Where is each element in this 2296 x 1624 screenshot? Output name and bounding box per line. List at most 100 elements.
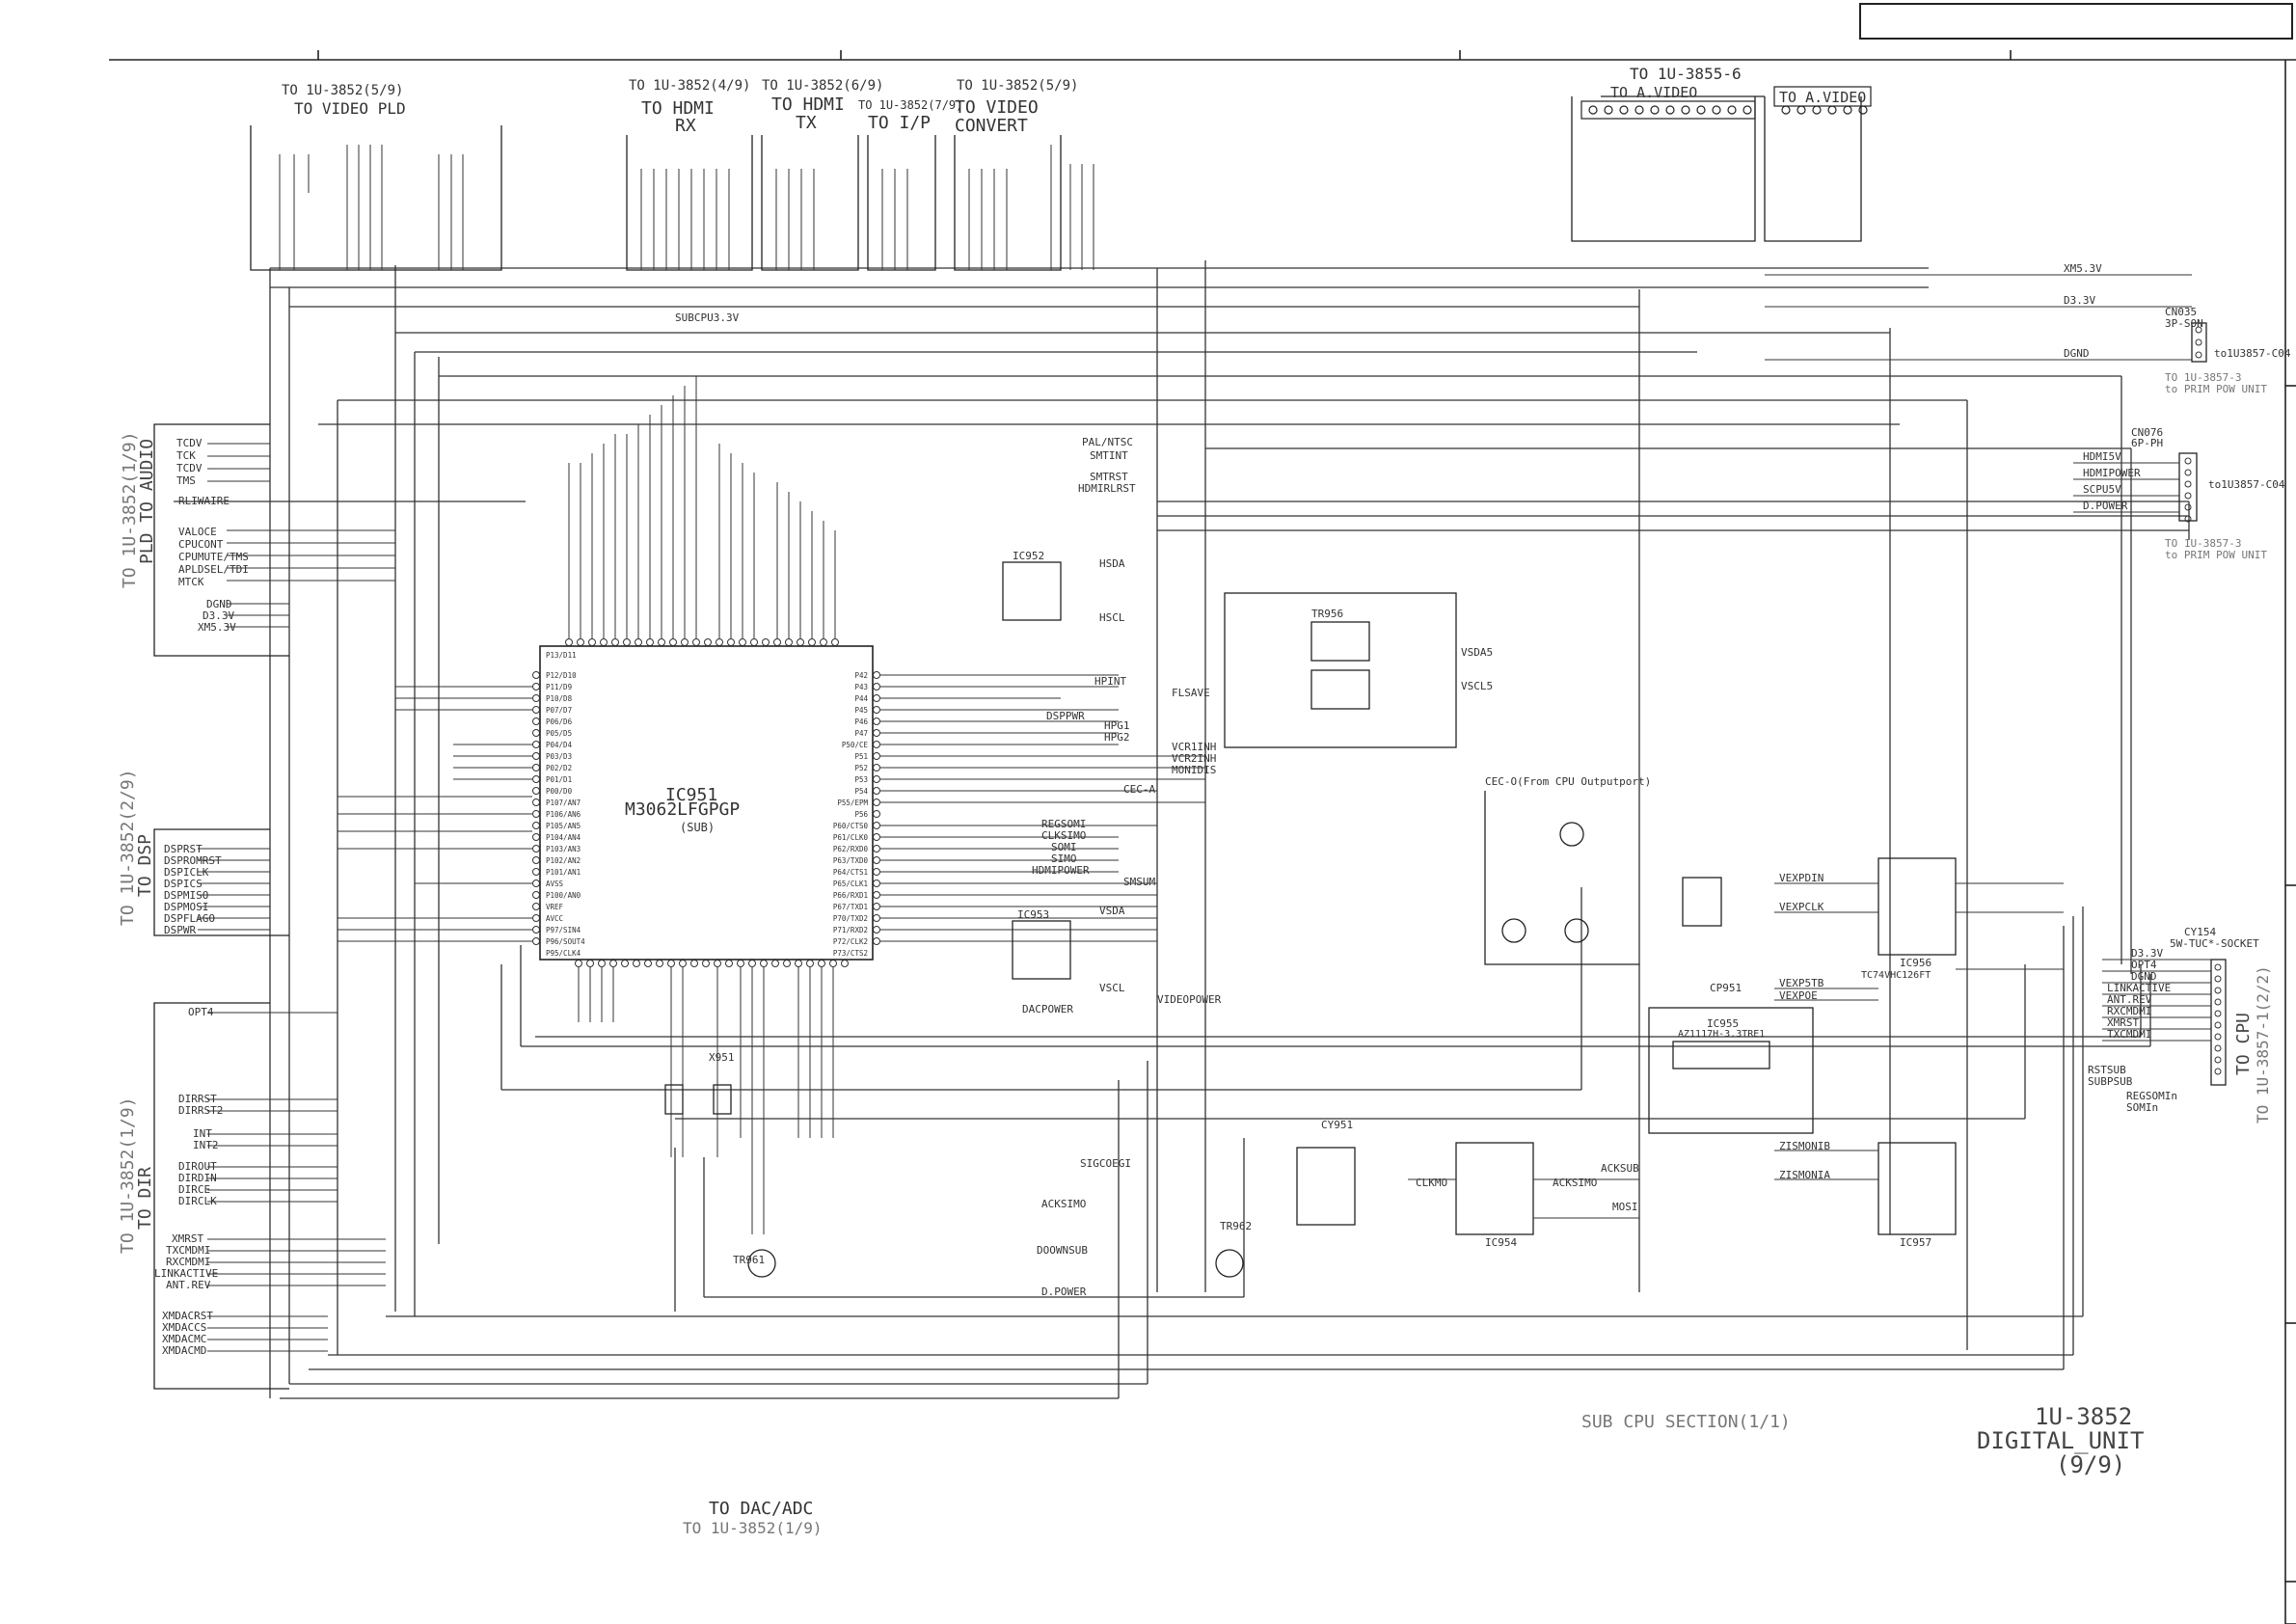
sig-monidis: MONIDIS: [1172, 764, 1216, 776]
pin-l-3: P10/D8: [546, 694, 573, 703]
left-name-1: PLD TO AUDIO: [137, 439, 157, 564]
pin-r-13: P60/CTS0: [833, 822, 869, 830]
cn076-dest: TO 1U-3857-3: [2165, 537, 2241, 550]
sig-ackasimo: ACKSIMO: [1041, 1198, 1086, 1210]
xm-sig-2: XMDACMC: [162, 1333, 206, 1345]
dsp-sig-5: DSPMOSI: [164, 901, 208, 913]
pin-l-4: P07/D7: [546, 706, 572, 715]
sig-vexp5tb: VEXP5TB: [1779, 977, 1824, 989]
left-name-3: TO DIR: [135, 1167, 155, 1230]
left-ref-3: TO 1U-3852(1/9): [118, 1096, 138, 1254]
cy154-type: 5W-TUC*-SOCKET: [2170, 937, 2259, 950]
sig-regsomi: REGSOMI: [1041, 818, 1086, 830]
dsp-sig-0: DSPRST: [164, 843, 203, 855]
cn076-board: to1U3857-C04: [2208, 478, 2285, 491]
dsp-sig-2: DSPICLK: [164, 866, 209, 879]
cec-note: CEC-O(From CPU Outputport): [1485, 775, 1651, 788]
sig-hpint: HPINT: [1094, 675, 1126, 688]
board-code: 1U-3852: [2035, 1403, 2132, 1430]
top-name-3a: TO HDMI: [771, 95, 845, 115]
rotated-labels: TO 1U-3852(1/9) PLD TO AUDIO TO 1U-3852(…: [118, 431, 2272, 1254]
top-name-4a: TO I/P: [868, 113, 931, 133]
pin-l-13: P106/AN6: [546, 810, 581, 819]
link-sig-3: LINKACTIVE: [154, 1267, 218, 1280]
av-right: TO A.VIDEO: [1779, 89, 1866, 106]
sig-hdmipower: HDMIPOWER: [1032, 864, 1090, 877]
top-pin-stubs: [279, 145, 1094, 270]
ic953-ref: IC953: [1017, 908, 1049, 921]
board-name: DIGITAL_UNIT: [1977, 1427, 2144, 1454]
sig-clksimo: CLKSIMO: [1041, 829, 1086, 842]
cn035-dest: TO 1U-3857-3: [2165, 371, 2241, 384]
top-name-2b: RX: [675, 116, 696, 136]
pw-scpu5v: SCPU5V: [2083, 483, 2121, 496]
dsp-sig-3: DSPICS: [164, 878, 203, 890]
cpu-out-5: RXCMDMI: [2107, 1005, 2151, 1017]
cp951-ref: CP951: [1710, 982, 1742, 994]
sig-vcr1inh: VCR1INH: [1172, 741, 1216, 753]
sig-zismonib: ZISMONIB: [1779, 1140, 1830, 1152]
pin-r-21: P70/TXD2: [833, 914, 868, 923]
link-sig-0: XMRST: [172, 1232, 203, 1245]
pin-r-3: P45: [854, 706, 868, 715]
xm-sig-3: XMDACMD: [162, 1344, 206, 1357]
pin-l-0: P13/D11: [546, 651, 577, 660]
sig-hscl: HSCL: [1099, 611, 1125, 624]
audio-sig-1: VALOCE: [178, 526, 217, 538]
ic956-ref: IC956: [1900, 957, 1931, 969]
ic956-part: TC74VHC126FT: [1861, 970, 1931, 981]
cpu-out-3: LINKACTIVE: [2107, 982, 2171, 994]
audio-sig-6: DGND: [206, 598, 232, 610]
dsp-sig-1: DSPROMRST: [164, 854, 222, 867]
av-left: TO A.VIDEO: [1610, 84, 1697, 101]
pin-r-17: P64/CTS1: [833, 868, 868, 877]
top-name-5a: TO VIDEO: [955, 97, 1039, 118]
sig-zismonia: ZISMONIA: [1779, 1169, 1830, 1181]
audio-sig-7: D3.3V: [203, 609, 234, 622]
sig-hsda: HSDA: [1099, 557, 1125, 570]
cy951-ref: CY951: [1321, 1119, 1353, 1131]
pin-l-12: P107/AN7: [546, 798, 581, 807]
right-signal-lines: [1408, 274, 2211, 1219]
pin-l-1: P12/D10: [546, 671, 577, 680]
dir-sig-5: DIROUT: [178, 1160, 217, 1173]
pin-l-17: P102/AN2: [546, 856, 581, 865]
pw-d33v: D3.3V: [2064, 294, 2095, 307]
aux-components: [664, 322, 2227, 1278]
cpu-out-0: D3.3V: [2131, 947, 2163, 960]
tr961-ref: TR961: [733, 1254, 765, 1266]
pin-l-21: VREF: [546, 903, 564, 911]
cn076-ref: CN076: [2131, 426, 2163, 439]
top-name-5b: CONVERT: [955, 116, 1028, 136]
pin-r-8: P52: [854, 764, 868, 772]
pin-r-2: P44: [854, 694, 868, 703]
pin-l-22: AVCC: [546, 914, 563, 923]
text-layer: TO 1U-3852(5/9) TO VIDEO PLD TO 1U-3852(…: [154, 65, 2291, 1537]
xm-sig-0: XMDACRST: [162, 1310, 213, 1322]
cn035-ref: CN035: [2165, 306, 2197, 318]
pw-dpower: D.POWER: [2083, 500, 2128, 512]
ic951-mcu: [338, 376, 1205, 1234]
pin-l-16: P103/AN3: [546, 845, 581, 853]
dir-sig-7: DIRCE: [178, 1183, 210, 1196]
dsp-sig-6: DSPFLAGO: [164, 912, 215, 925]
cn035-type: 3P-SON: [2165, 317, 2203, 330]
sig-sigcoegi: SIGCOEGI: [1080, 1157, 1131, 1170]
right-connector-pins: [2184, 326, 2222, 1075]
pin-l-25: P95/CLK4: [546, 949, 581, 958]
pin-l-20: P100/AN0: [546, 891, 581, 900]
sig-dpower: D.POWER: [1041, 1286, 1087, 1298]
pld-sig-0: TCDV: [176, 437, 203, 449]
ic955-ref: IC955: [1707, 1017, 1739, 1030]
pin-l-10: P01/D1: [546, 775, 572, 784]
sig-vexpoe: VEXPOE: [1779, 989, 1818, 1002]
ic954-ref: IC954: [1485, 1236, 1517, 1249]
av-socket-header: [1580, 86, 1872, 120]
pin-r-19: P66/RXD1: [833, 891, 868, 900]
audio-sig-8: XM5.3V: [198, 621, 236, 634]
left-ref-2: TO 1U-3852(2/9): [118, 769, 138, 926]
left-signal-lines: [198, 443, 395, 1352]
top-ref-2: TO 1U-3852(4/9): [629, 78, 750, 94]
sig-mosi: MOSI: [1612, 1201, 1638, 1213]
pin-l-5: P06/D6: [546, 717, 573, 726]
